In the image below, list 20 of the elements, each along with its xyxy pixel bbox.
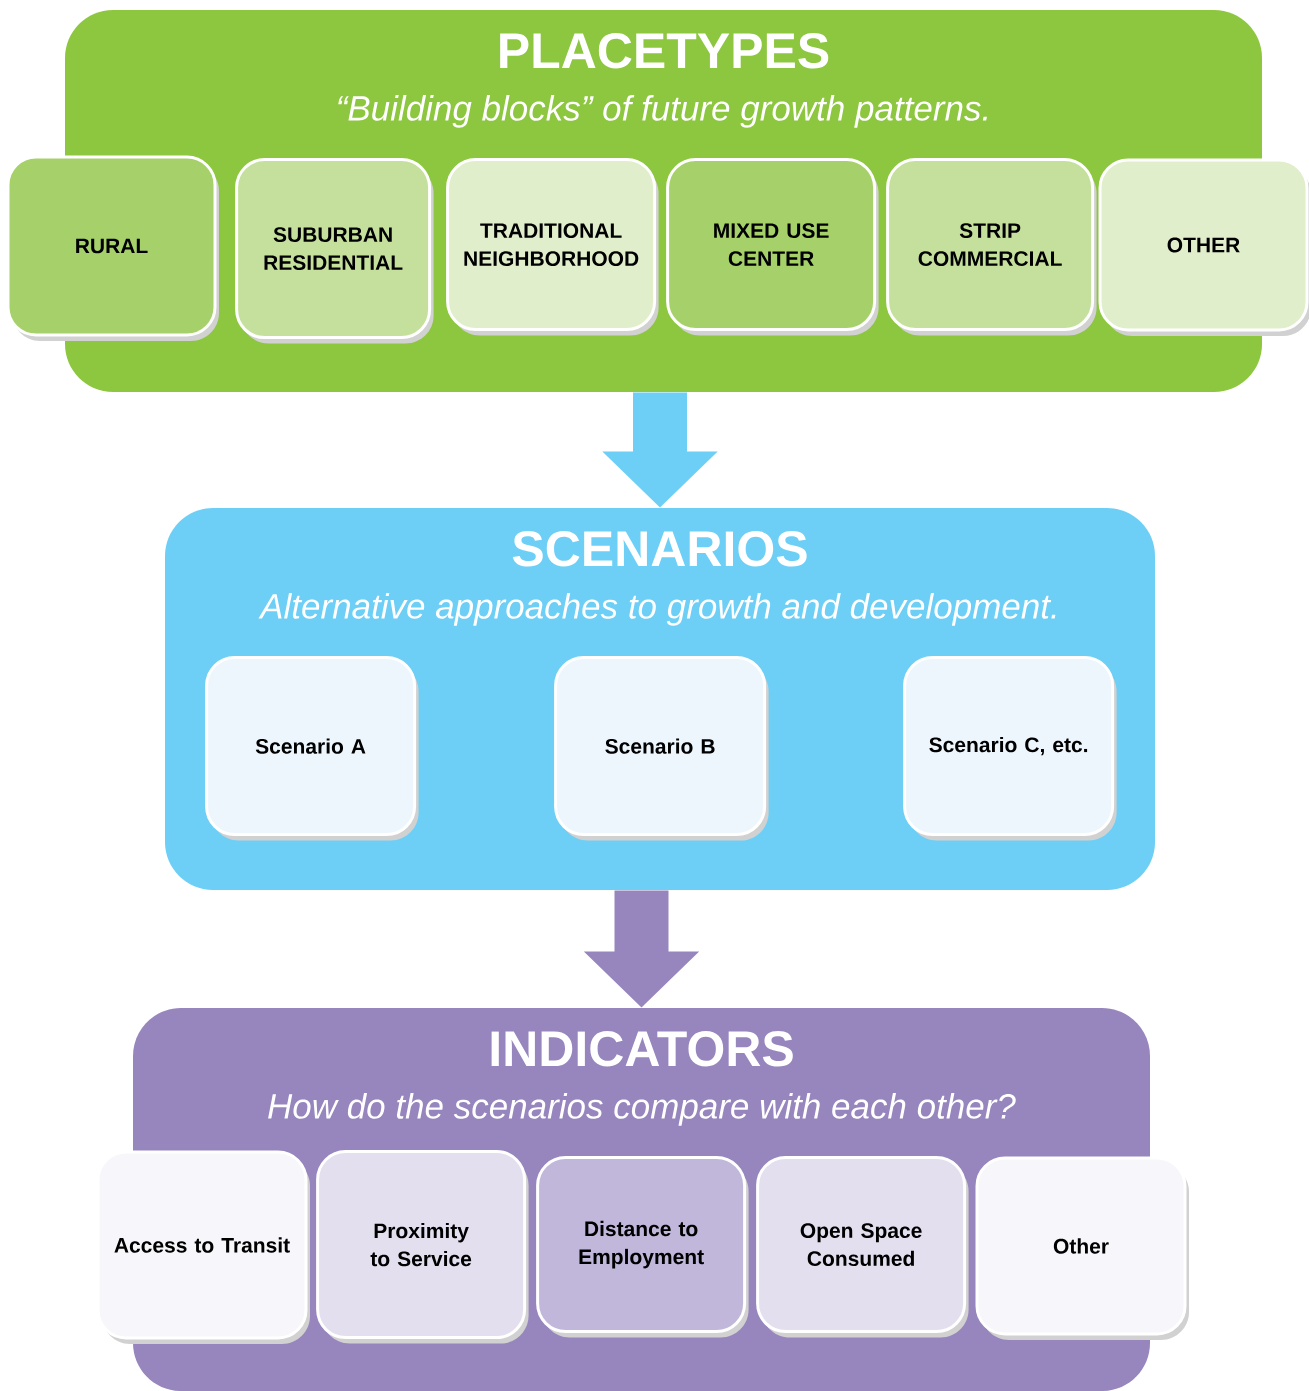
box: Open Space Consumed [756, 1156, 967, 1334]
box: SUBURBAN RESIDENTIAL [235, 158, 432, 340]
box: Proximity to Service [316, 1150, 527, 1340]
box: Distance to Employment [536, 1156, 747, 1334]
subtitle: “Building blocks” of future growth patterns. [338, 95, 987, 128]
box: Scenario A [205, 656, 417, 837]
box: Scenario C, etc. [903, 656, 1115, 837]
box: STRIP COMMERCIAL [886, 158, 1095, 332]
subtitle: How do the scenarios compare with each other? [268, 1093, 1016, 1126]
box: RURAL [6, 155, 217, 337]
box: Scenario B [554, 656, 767, 837]
heading: SCENARIOS [512, 531, 807, 567]
subtitle: Alternative approaches to growth and development. [258, 593, 1056, 626]
box: OTHER [1098, 158, 1309, 332]
heading: PLACETYPES [500, 33, 829, 69]
box: MIXED USE CENTER [666, 158, 877, 332]
box: TRADITIONAL NEIGHBORHOOD [446, 158, 657, 332]
box: Access to Transit [96, 1150, 308, 1340]
box: Other [975, 1156, 1187, 1336]
heading: INDICATORS [491, 1031, 793, 1067]
